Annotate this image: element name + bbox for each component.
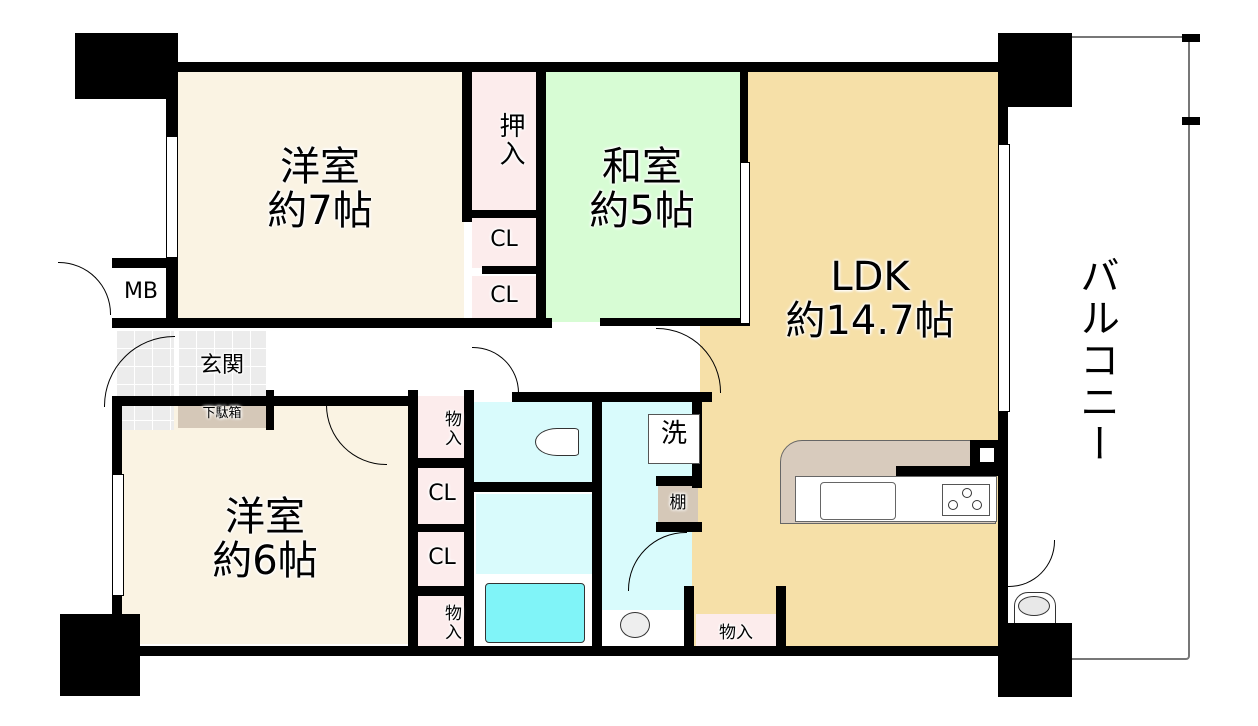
pipe-space xyxy=(980,448,994,462)
wall-bottom xyxy=(112,646,1008,656)
room-size: 約6帖 xyxy=(212,538,318,584)
bathtub xyxy=(485,583,585,643)
mb-label: MB xyxy=(123,279,159,304)
closet-label-1: CL xyxy=(490,227,518,252)
western-room-2-label: 洋室 約6帖 xyxy=(175,495,355,583)
wall-wash-lower xyxy=(684,586,694,652)
wall-storage-divider xyxy=(408,586,474,596)
wall-oshiire-left xyxy=(462,62,472,222)
burner-icon xyxy=(962,488,972,498)
wall-mb xyxy=(112,258,178,268)
room-name: 洋室 xyxy=(280,144,360,190)
closet-label-2: CL xyxy=(490,283,518,308)
wall-storage-right xyxy=(464,390,474,652)
wall-oshiire-right xyxy=(536,62,546,326)
wall-storage3-right xyxy=(776,586,786,652)
wall-shelf-bottom xyxy=(656,522,702,532)
pillar-bottom-right xyxy=(998,623,1072,697)
wall-room2-top xyxy=(112,396,412,406)
window-room1[interactable] xyxy=(166,136,178,258)
balcony-outline xyxy=(1000,36,1190,660)
room-name: 和室 xyxy=(602,144,682,190)
wall-hall-top xyxy=(600,318,750,326)
storage-label-1: 物入 xyxy=(441,410,461,448)
balcony-post xyxy=(1182,34,1200,42)
ldk-label: LDK 約14.7帖 xyxy=(760,255,980,343)
wall-entrance-right xyxy=(266,390,274,430)
sink-icon xyxy=(820,482,896,520)
wall-washitsu-right xyxy=(740,62,748,162)
ldk-area xyxy=(742,70,1000,650)
window-washitsu[interactable] xyxy=(740,162,750,324)
western-room-1-area xyxy=(178,70,464,320)
wall-storage-divider xyxy=(408,458,474,468)
washroom-label-box xyxy=(648,414,700,464)
wall-toilet-bottom xyxy=(472,482,602,492)
wall-shelf-top xyxy=(656,476,702,486)
closet-area-2 xyxy=(472,276,536,320)
storage-label-3: 物入 xyxy=(719,623,753,643)
japanese-room-area xyxy=(546,70,742,322)
entrance-area xyxy=(178,330,266,404)
pillar-top-left xyxy=(75,33,178,99)
room-size: 約7帖 xyxy=(267,188,373,234)
wall-toilet-top xyxy=(512,392,712,402)
wall-bath-right xyxy=(592,392,602,652)
closet-area-1 xyxy=(472,218,536,268)
pillar-bottom-left xyxy=(60,614,140,696)
closet-label-4: CL xyxy=(428,545,456,570)
storage-area-1 xyxy=(418,396,466,458)
storage-area-3 xyxy=(696,614,776,650)
window-room2[interactable] xyxy=(112,474,124,596)
front-door[interactable] xyxy=(104,336,175,407)
shoe-box-label: 下駄箱 xyxy=(202,406,242,421)
shoe-box-area xyxy=(178,404,266,428)
aircon-fan xyxy=(1018,596,1050,616)
room-size: 約14.7帖 xyxy=(785,298,955,344)
shelf-area xyxy=(658,484,698,526)
oshiire-label: 押入 xyxy=(495,112,525,168)
toilet-icon xyxy=(535,428,579,456)
room-name: LDK xyxy=(830,254,910,300)
storage-area-2 xyxy=(418,596,466,648)
wall-kitchen xyxy=(896,466,1000,476)
mb-door[interactable] xyxy=(58,262,111,315)
wall-cl-divider xyxy=(482,266,542,274)
japanese-room-label: 和室 約5帖 xyxy=(552,145,732,233)
wall-mb-bottom xyxy=(112,318,552,328)
western-room-1-label: 洋室 約7帖 xyxy=(230,145,410,233)
closet-area-4 xyxy=(418,532,466,586)
washroom-label: 洗 xyxy=(660,419,687,449)
balcony-post xyxy=(1182,117,1200,125)
room-size: 約5帖 xyxy=(589,188,695,234)
entrance-label: 玄関 xyxy=(199,353,244,378)
pillar-top-right xyxy=(998,33,1072,107)
window-ldk[interactable] xyxy=(998,144,1010,412)
closet-label-3: CL xyxy=(428,481,456,506)
room-name: 洋室 xyxy=(225,494,305,540)
wash-basin-icon xyxy=(620,612,650,638)
wall-oshiire-bottom xyxy=(462,210,546,218)
wall-storage-divider xyxy=(408,524,474,532)
burner-icon xyxy=(972,500,982,510)
wall-top xyxy=(172,62,1004,72)
closet-area-3 xyxy=(418,468,466,524)
shelf-label: 棚 xyxy=(669,493,687,513)
burner-icon xyxy=(948,500,958,510)
balcony-label: バルコニー xyxy=(1073,255,1119,465)
toilet-door[interactable] xyxy=(472,347,519,394)
ldk-area-lower xyxy=(692,395,752,650)
storage-label-2: 物入 xyxy=(441,604,461,642)
bathroom-area xyxy=(476,494,592,574)
oshiire-area xyxy=(472,70,536,210)
wall-storage-left xyxy=(408,390,418,652)
